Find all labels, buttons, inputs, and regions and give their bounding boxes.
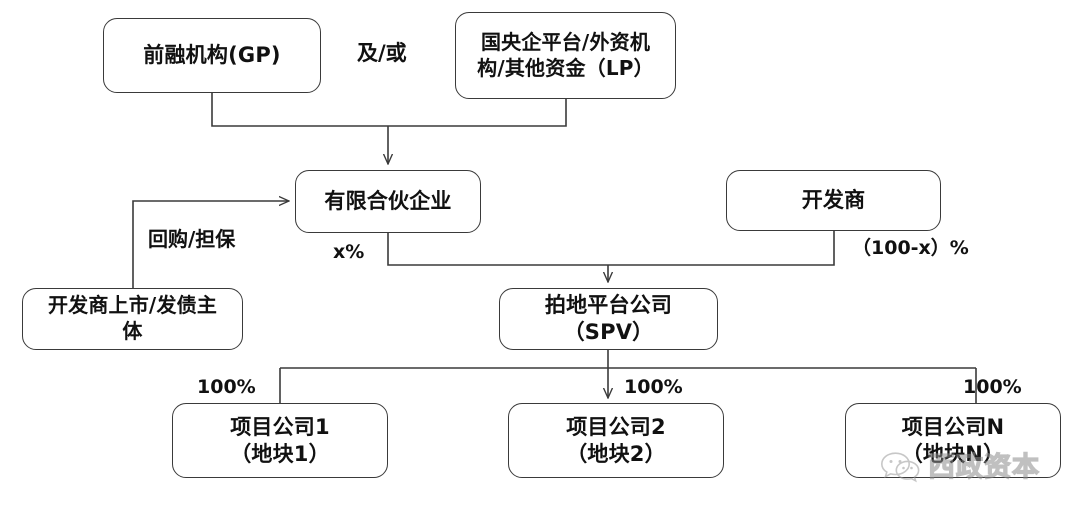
node-lp-investors[interactable]: 国央企平台/外资机 构/其他资金（LP）	[455, 12, 676, 99]
node-developer-label: 开发商	[801, 188, 866, 213]
node-project-company-n[interactable]: 项目公司N （地块N）	[845, 403, 1061, 478]
edge-label-and-or: 及/或	[357, 41, 407, 65]
node-spv-label: 拍地平台公司（SPV）	[544, 293, 673, 344]
node-financing-institution-gp[interactable]: 前融机构(GP)	[103, 18, 321, 93]
edge-label-repurchase-guarantee: 回购/担保	[148, 227, 236, 251]
edge-equity-merge-bar	[387, 231, 835, 266]
edge-label-pc2-percent: 100%	[624, 376, 683, 398]
node-project-company-2-label: 项目公司2 （地块2）	[566, 414, 666, 466]
edge-label-x-percent: x%	[333, 241, 365, 263]
node-limited-partnership-label: 有限合伙企业	[324, 189, 452, 214]
node-project-company-1-label: 项目公司1 （地块1）	[230, 414, 330, 466]
node-developer[interactable]: 开发商	[726, 170, 941, 231]
node-lp-label: 国央企平台/外资机 构/其他资金（LP）	[477, 29, 654, 80]
edge-label-pcn-percent: 100%	[963, 376, 1022, 398]
node-gp-label: 前融机构(GP)	[143, 43, 281, 68]
node-land-bidding-spv[interactable]: 拍地平台公司（SPV）	[499, 288, 718, 350]
edge-label-100-minus-x-percent: （100-x）%	[852, 237, 969, 259]
node-project-company-n-label: 项目公司N （地块N）	[901, 414, 1005, 466]
edge-label-pc1-percent: 100%	[197, 376, 256, 398]
node-developer-listed-bond-issuer[interactable]: 开发商上市/发债主 体	[22, 288, 243, 350]
node-issuer-label: 开发商上市/发债主 体	[47, 293, 218, 343]
node-project-company-1[interactable]: 项目公司1 （地块1）	[172, 403, 388, 478]
node-project-company-2[interactable]: 项目公司2 （地块2）	[508, 403, 724, 478]
node-limited-partnership[interactable]: 有限合伙企业	[295, 170, 481, 233]
